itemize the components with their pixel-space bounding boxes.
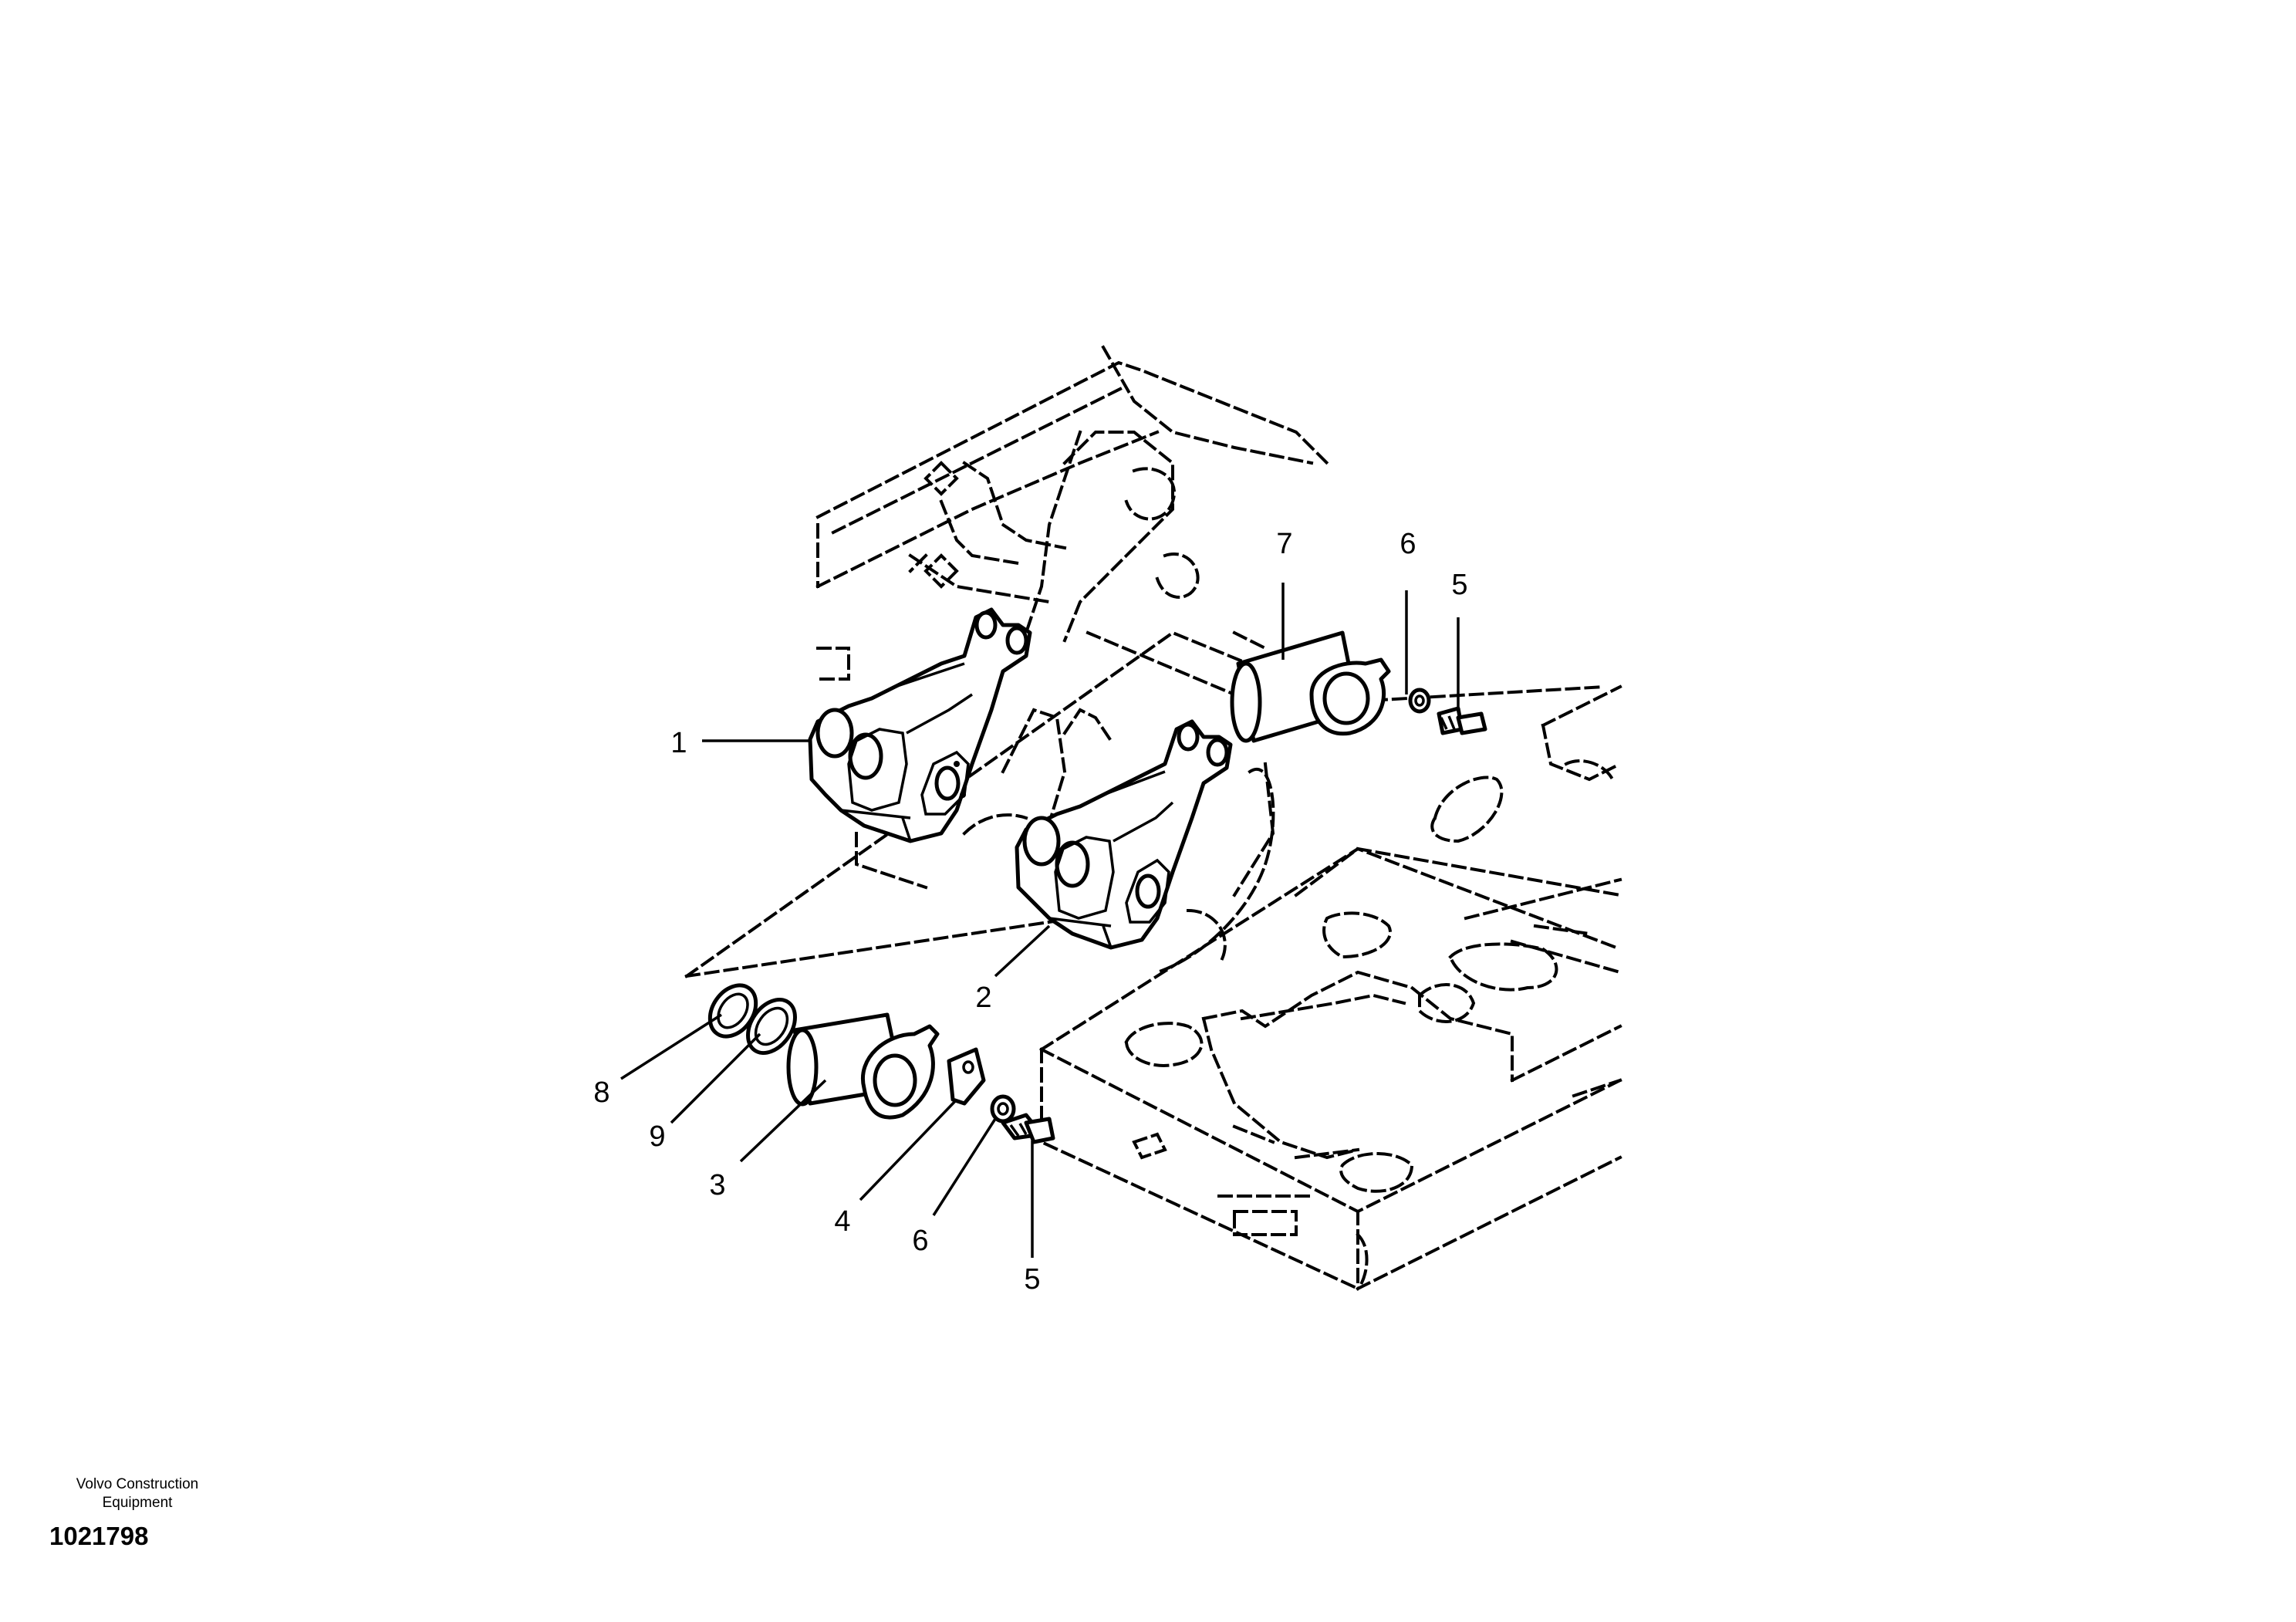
plate-part-4 [947, 1047, 986, 1106]
upper-frame-outline [815, 345, 1329, 697]
leader-lines [620, 583, 1460, 1258]
leader-4 [859, 1098, 958, 1201]
callout-5-lower: 5 [1024, 1263, 1040, 1296]
ring-part-9 [746, 997, 797, 1056]
pin-part-7 [1230, 630, 1391, 743]
lower-base-outline [1039, 846, 1622, 1291]
callout-6-upper: 6 [1400, 528, 1416, 560]
leader-3 [739, 1079, 827, 1163]
callout-6-lower: 6 [912, 1225, 928, 1257]
company-name-line2: Equipment [102, 1495, 173, 1511]
callout-4: 4 [834, 1205, 850, 1238]
bolt-part-5-lower [1001, 1113, 1055, 1144]
leader-9 [670, 1032, 761, 1124]
callout-1: 1 [670, 727, 687, 759]
callout-2: 2 [975, 982, 991, 1014]
company-name-line1: Volvo Construction [76, 1476, 199, 1492]
leader-2 [994, 924, 1051, 978]
washer-part-6-upper [1408, 688, 1431, 714]
callout-8: 8 [593, 1076, 609, 1109]
callout-3: 3 [709, 1169, 725, 1201]
bracket-part-1 [808, 607, 1032, 843]
right-frame-outline [1294, 684, 1622, 992]
callout-5-upper: 5 [1451, 569, 1467, 601]
document-number: 1021798 [49, 1522, 149, 1550]
callout-labels: 1 2 3 4 5 5 6 6 7 8 9 [593, 528, 1467, 1296]
callout-7: 7 [1276, 528, 1292, 560]
pin-part-3 [786, 1012, 940, 1120]
bracket-part-2 [1015, 719, 1233, 950]
callout-9: 9 [649, 1120, 665, 1153]
publisher-footer: Volvo Construction Equipment 1021798 [45, 1475, 230, 1551]
leader-6-lower [932, 1118, 997, 1216]
bolt-part-5-upper [1437, 706, 1487, 735]
leader-8 [620, 1013, 722, 1080]
washer-part-6-lower [990, 1094, 1016, 1124]
